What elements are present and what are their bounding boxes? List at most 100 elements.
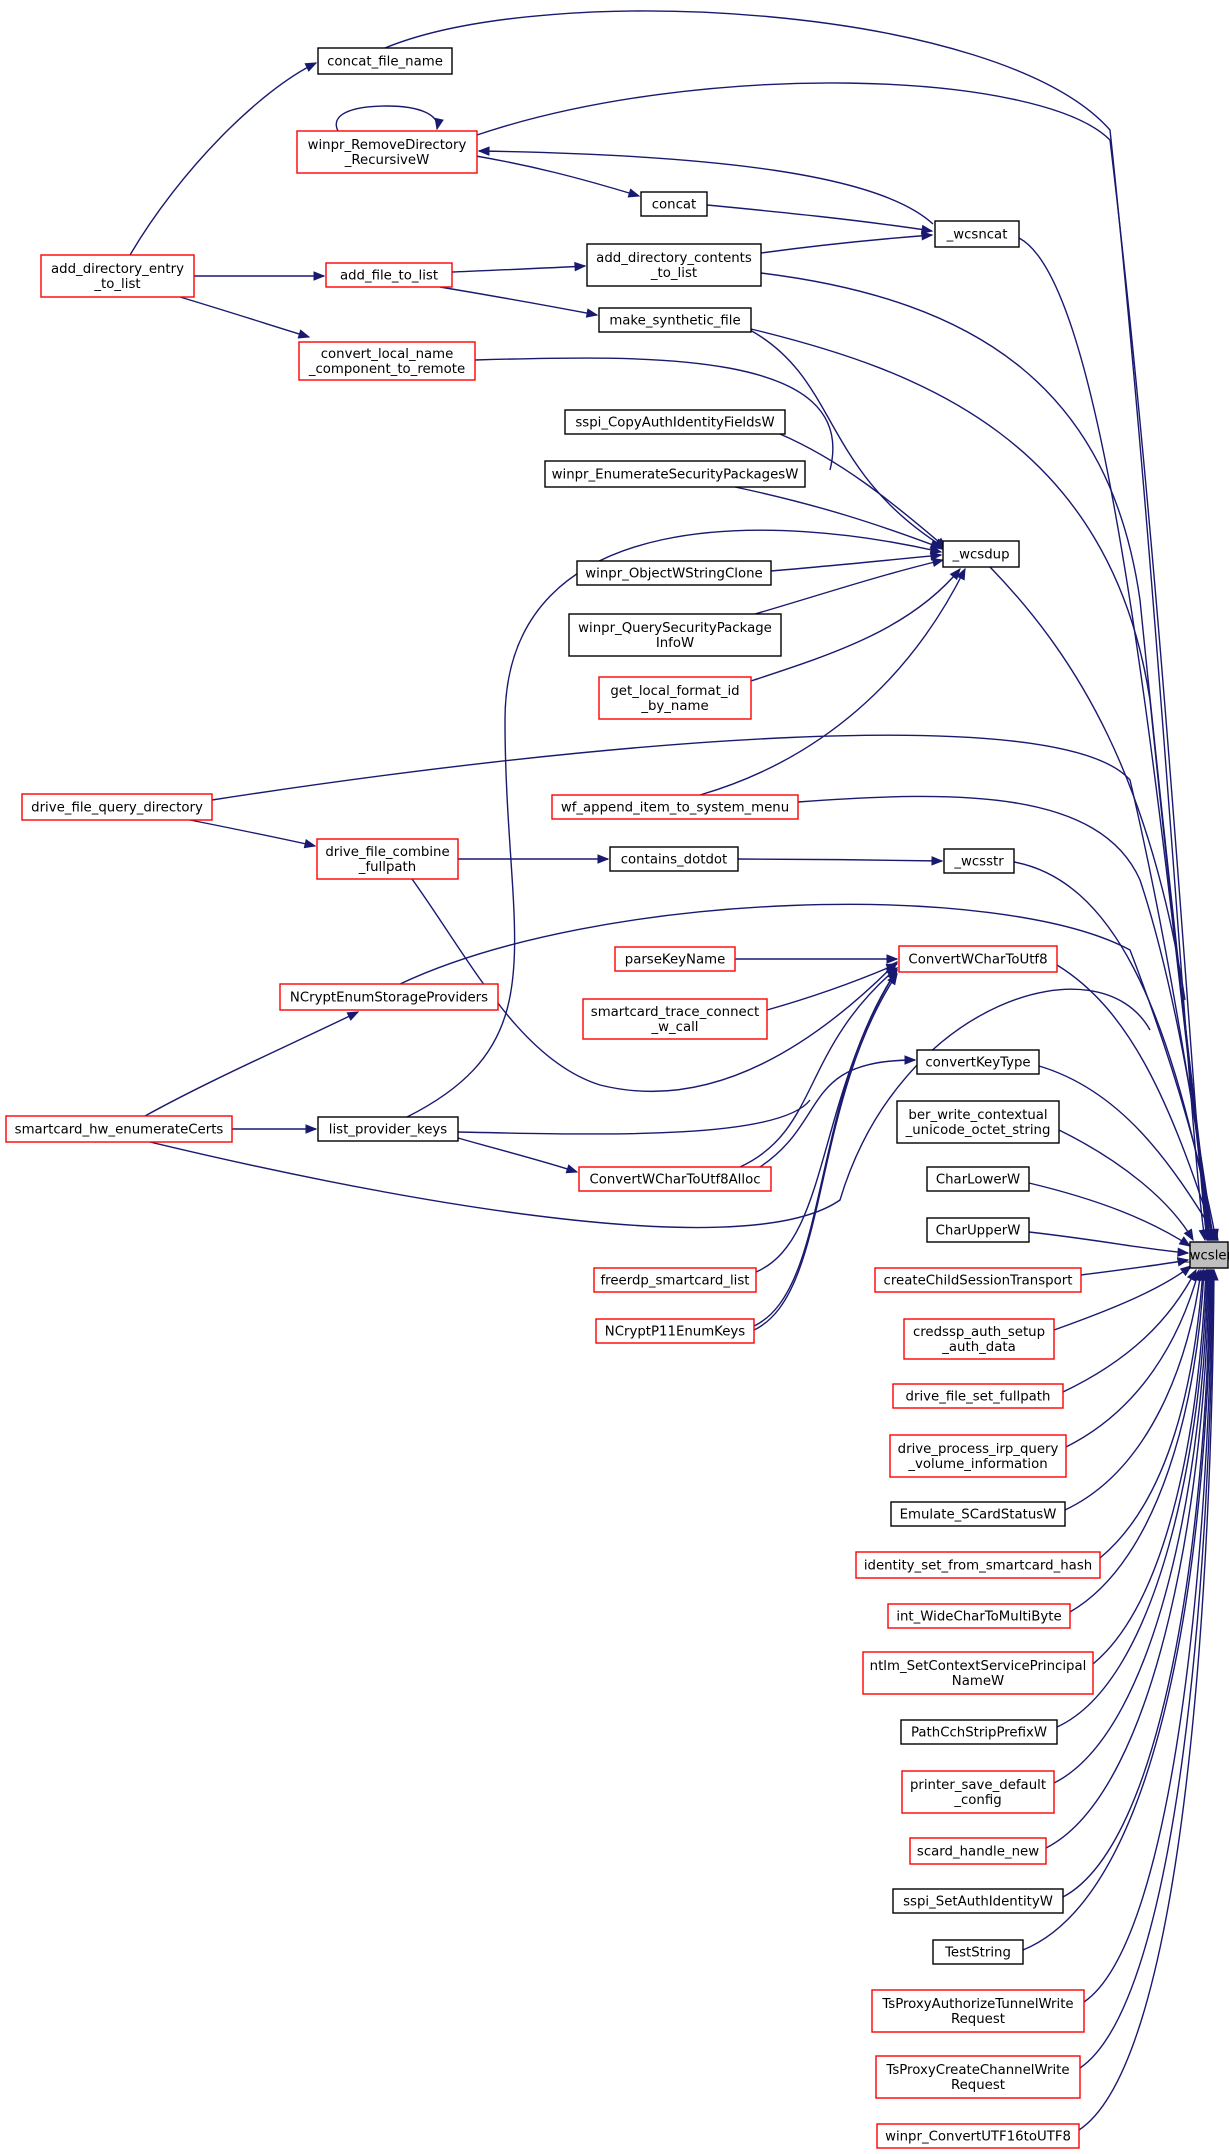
node-smartcard-hw-enumerateCerts[interactable]: smartcard_hw_enumerateCerts: [5, 1115, 233, 1143]
node-concat-file-name[interactable]: concat_file_name: [317, 47, 453, 75]
node-drive-file-query-directory[interactable]: drive_file_query_directory: [21, 793, 213, 821]
node-add-file-to-list[interactable]: add_file_to_list: [325, 262, 453, 288]
node-make-synthetic-file[interactable]: make_synthetic_file: [598, 307, 752, 333]
edge-line: [755, 969, 898, 1273]
node-wcsdup[interactable]: _wcsdup: [942, 540, 1020, 568]
edge-line: [1022, 1269, 1212, 1951]
node-box: [5, 1115, 233, 1143]
node-label: int_WideCharToMultiByte: [896, 1610, 1061, 1625]
node-label: concat: [652, 198, 697, 213]
edge-line: [1078, 1269, 1215, 2131]
node-sspi-SetAuthIdentityW[interactable]: sspi_SetAuthIdentityW: [892, 1888, 1064, 1914]
node-label: winpr_RemoveDirectory: [308, 138, 467, 153]
node-label: drive_file_combine: [325, 845, 449, 860]
node-label: NameW: [952, 1674, 1004, 1689]
node-label: sspi_SetAuthIdentityW: [903, 1895, 1053, 1910]
node-concat[interactable]: concat: [640, 191, 708, 217]
node-label: _component_to_remote: [308, 362, 465, 377]
edge-line: [335, 105, 438, 132]
node-Emulate-SCardStatusW[interactable]: Emulate_SCardStatusW: [890, 1501, 1066, 1527]
node-add-directory-entry-to-list[interactable]: add_directory_entry_to_list: [40, 254, 195, 298]
node-parseKeyName[interactable]: parseKeyName: [614, 946, 736, 972]
node-drive-file-set-fullpath[interactable]: drive_file_set_fullpath: [892, 1383, 1064, 1409]
node-identity-set-from-smartcard-hash[interactable]: identity_set_from_smartcard_hash: [855, 1551, 1101, 1579]
node-label: _to_list: [93, 277, 140, 292]
edge-concat-file-name-wcslen: [384, 10, 1208, 1242]
node-box: [40, 254, 195, 298]
node-get-local-format-id-by-name[interactable]: get_local_format_id_by_name: [598, 676, 752, 720]
node-wcsstr[interactable]: _wcsstr: [943, 848, 1015, 874]
node-add-directory-contents-to-list[interactable]: add_directory_contents_to_list: [586, 243, 762, 287]
edge-winpr-RemoveDirectory-RecursiveW-concat: [469, 154, 641, 198]
node-freerdp-smartcard-list[interactable]: freerdp_smartcard_list: [593, 1267, 757, 1293]
node-ber-write-contextual-unicode-octet-string[interactable]: ber_write_contextual_unicode_octet_strin…: [896, 1100, 1060, 1144]
arrowhead: [477, 146, 490, 156]
node-createChildSessionTransport[interactable]: createChildSessionTransport: [874, 1267, 1082, 1293]
node-PathCchStripPrefixW[interactable]: PathCchStripPrefixW: [900, 1719, 1058, 1745]
node-label: concat_file_name: [327, 55, 443, 70]
node-label: winpr_EnumerateSecurityPackagesW: [552, 468, 799, 483]
node-convertKeyType[interactable]: convertKeyType: [916, 1049, 1040, 1075]
edge--wcsncat-wcslen: [1018, 237, 1212, 1242]
node-box: [576, 560, 772, 586]
node-winpr-ObjectWStringClone[interactable]: winpr_ObjectWStringClone: [576, 560, 772, 586]
edge-line: [989, 566, 1186, 1001]
node-box: [898, 945, 1058, 973]
edge--wcsstr-wcslen: [1013, 861, 1217, 1242]
node-scard-handle-new[interactable]: scard_handle_new: [909, 1837, 1047, 1865]
node-winpr-ConvertUTF16toUTF8[interactable]: winpr_ConvertUTF16toUTF8: [876, 2123, 1080, 2149]
edge-ber-write-contextual-unicode-octet-string-wcslen: [1058, 1129, 1194, 1242]
node-CharLowerW[interactable]: CharLowerW: [926, 1166, 1030, 1192]
edge-drive-file-combine-fullpath-contains-dotdot: [458, 854, 610, 864]
node-box: [582, 998, 768, 1040]
node-winpr-RemoveDirectory-RecursiveW[interactable]: winpr_RemoveDirectory_RecursiveW: [296, 130, 478, 174]
node-box: [909, 1837, 1047, 1865]
edge-line: [1064, 1269, 1202, 1511]
edge-line: [1058, 1129, 1194, 1241]
node-ConvertWCharToUtf8Alloc[interactable]: ConvertWCharToUtf8Alloc: [578, 1166, 772, 1192]
node-label: _RecursiveW: [344, 153, 430, 168]
node-box: [609, 846, 739, 872]
node-label: _wcsdup: [951, 548, 1009, 563]
node-contains-dotdot[interactable]: contains_dotdot: [609, 846, 739, 872]
edge-line: [1065, 1269, 1200, 1448]
node-NCryptP11EnumKeys[interactable]: NCryptP11EnumKeys: [595, 1318, 755, 1344]
node-printer-save-default-config[interactable]: printer_save_default_config: [901, 1770, 1055, 1814]
edge-line: [749, 329, 946, 549]
edge-add-file-to-list-make-synthetic-file: [439, 286, 599, 318]
arrowhead: [921, 231, 934, 241]
edge-line: [1053, 1269, 1209, 1784]
edge-parseKeyName-ConvertWCharToUtf8: [734, 954, 899, 964]
edge-line: [411, 878, 898, 1093]
node-CharUpperW[interactable]: CharUpperW: [926, 1217, 1030, 1243]
node-winpr-EnumerateSecurityPackagesW[interactable]: winpr_EnumerateSecurityPackagesW: [544, 460, 806, 488]
node-convert-local-name-component-to-remote[interactable]: convert_local_name_component_to_remote: [298, 341, 476, 381]
node-box: [316, 838, 459, 880]
node-wf-append-item-to-system-menu[interactable]: wf_append_item_to_system_menu: [551, 794, 799, 820]
node-box: [544, 460, 806, 488]
node-box: [943, 848, 1015, 874]
node-credssp-auth-setup-auth-data[interactable]: credssp_auth_setup_auth_data: [903, 1318, 1055, 1360]
node-int-WideCharToMultiByte[interactable]: int_WideCharToMultiByte: [887, 1603, 1071, 1629]
node-wcslen[interactable]: _wcslen: [1182, 1241, 1229, 1269]
edge-line: [753, 969, 898, 1327]
node-drive-file-combine-fullpath[interactable]: drive_file_combine_fullpath: [316, 838, 459, 880]
node-NCryptEnumStorageProviders[interactable]: NCryptEnumStorageProviders: [279, 983, 499, 1011]
arrowhead: [1183, 1228, 1194, 1242]
node-list-provider-keys[interactable]: list_provider_keys: [317, 1116, 459, 1142]
node-box: [890, 1501, 1066, 1527]
node-TestString[interactable]: TestString: [932, 1939, 1024, 1965]
node-wcsncat[interactable]: _wcsncat: [934, 220, 1020, 248]
node-drive-process-irp-query-volume-information[interactable]: drive_process_irp_query_volume_informati…: [889, 1434, 1067, 1478]
edge-line: [1083, 1269, 1213, 2003]
node-box: [874, 1267, 1082, 1293]
node-box: [598, 676, 752, 720]
node-label: _w_call: [650, 1020, 698, 1035]
node-smartcard-trace-connect-w-call[interactable]: smartcard_trace_connect_w_call: [582, 998, 768, 1040]
node-sspi-CopyAuthIdentityFieldsW[interactable]: sspi_CopyAuthIdentityFieldsW: [564, 409, 786, 435]
node-ConvertWCharToUtf8[interactable]: ConvertWCharToUtf8: [898, 945, 1058, 973]
